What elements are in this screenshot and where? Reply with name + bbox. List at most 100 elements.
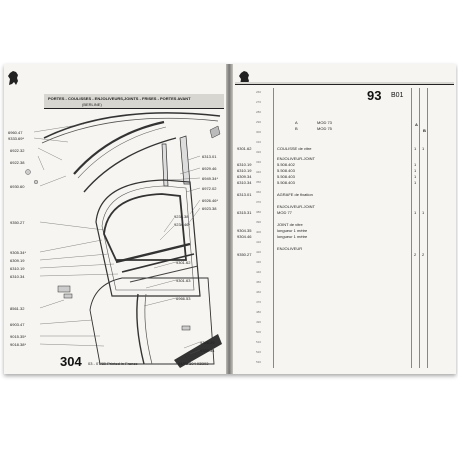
callout-label: 6903.47 [10,322,25,327]
callout-label: 6966.53 [176,296,191,301]
parts-row: 6309.34 5.508.403 1 [233,174,456,180]
part-desc: MOD 77 [277,210,292,215]
left-page: PORTES - COULISSES - ENJOLIVEURS,JOINTS … [4,64,226,374]
callout-label: 9234.38 [174,214,189,219]
callout-label: 9018.38* [10,342,27,347]
column-divider [419,88,420,368]
part-desc: 5.508.403 [277,180,295,185]
exploded-door-diagram [25,112,222,368]
parts-row: 6310.34 5.508.403 1 [233,180,456,186]
part-desc: COULISSE de vitre [277,146,312,151]
line-number: 270 [256,100,262,104]
parts-row: 6310.19 5.508.403 1 [233,168,456,174]
parts-row: ENJOLIVEUR-JOINT [233,204,456,210]
callout-label: 6972.02 [202,186,217,191]
part-ref: 6310.19 [237,168,252,173]
callout-label: 6949.34* [202,176,219,181]
line-number: 490 [256,320,262,324]
callout-label: 6310.19 [10,266,25,271]
qty-b: 1 [422,146,425,151]
parts-header-title: PORTES - COULISSES - ENJOLIVEURS,JOINTS … [48,96,191,101]
right-page: 93 B01 260 270 280 290 300 310 320 330 3… [233,64,456,374]
line-number: 340 [256,170,262,174]
page-number: 93 [367,88,382,103]
qty-a: 1 [414,162,417,167]
legend-key: A [295,120,298,125]
callout-label: 6309.19 [10,258,25,263]
qty-a: 1 [414,174,417,179]
qty-b: 1 [422,210,425,215]
line-number: 330 [256,160,262,164]
part-desc: AGRAFE de fixation [277,192,313,197]
callout-label: 6960.47 [8,130,23,135]
parts-header-subtitle: (BERLINE) [82,102,102,107]
callout-label: 9333.69* [8,136,25,141]
legend-text: MOD 75 [317,126,332,131]
column-header-b: B [423,128,426,133]
callout-label: 6313.01 [202,154,217,159]
part-desc: longueur 1 mètre [277,234,308,239]
qty-a: 1 [414,146,417,151]
part-ref: 9304.46 [237,234,252,239]
line-number: 430 [256,260,262,264]
line-number: 510 [256,340,262,344]
callout-label: 6926.46* [202,198,219,203]
callout-label: 9015.35* [10,334,27,339]
callout-label: 9234.46* [174,222,191,227]
line-number: 450 [256,280,262,284]
print-note: 03 - 07/80 Printed in France [88,361,138,366]
qty-a: 2 [414,252,417,257]
column-divider [411,88,412,368]
qty-a: 1 [414,210,417,215]
callout-label: 6923.38 [202,206,217,211]
callout-label: 9350.27 [10,220,25,225]
part-ref: 9304.35 [237,228,252,233]
line-number: 500 [256,330,262,334]
line-number: 310 [256,140,262,144]
column-header-a: A [415,122,418,127]
qty-a: 1 [414,168,417,173]
callout-label: 8561.32 [10,306,25,311]
line-number: 520 [256,350,262,354]
callout-label: 6922.38 [10,160,25,165]
line-number: 380 [256,210,262,214]
parts-row: 6315.31 MOD 77 1 1 [233,210,456,216]
line-number: 370 [256,200,262,204]
part-ref: 9350.27 [237,252,252,257]
line-number: 400 [256,230,262,234]
part-ref: 6313.01 [237,192,252,197]
peugeot-lion-logo [6,70,20,86]
line-number: 320 [256,150,262,154]
parts-row: 6313.01 AGRAFE de fixation [233,192,456,198]
part-ref: 6310.34 [237,180,252,185]
part-desc: ENJOLIVEUR-JOINT [277,156,316,161]
part-desc: 5.508.402 [277,162,295,167]
callout-label: 6930.60 [10,184,25,189]
column-divider [273,88,274,368]
callout-label: 9301.63 [176,278,191,283]
peugeot-lion-logo [237,70,251,86]
line-number: 530 [256,360,262,364]
parts-row: 9301.62 COULISSE de vitre 1 1 [233,146,456,152]
part-desc: longueur 1 mètre [277,228,308,233]
line-number: 460 [256,290,262,294]
parts-row: JOINT de vitre [233,222,456,228]
page-code: 84/92 304 93B03 [178,361,209,366]
line-number: 470 [256,300,262,304]
part-ref: 6309.34 [237,174,252,179]
parts-row: 6310.19 5.508.402 1 [233,162,456,168]
line-number: 480 [256,310,262,314]
callout-label: 6929.46 [202,166,217,171]
line-number: 350 [256,180,262,184]
callout-label: 6310.34 [10,274,25,279]
part-desc: JOINT de vitre [277,222,303,227]
column-divider [427,88,428,368]
header-rule [235,82,454,85]
line-number: 410 [256,240,262,244]
line-number: 440 [256,270,262,274]
callout-label: 9305.34* [10,250,27,255]
line-number: 390 [256,220,262,224]
legend-key: B [295,126,298,131]
parts-row: 9304.46 longueur 1 mètre [233,234,456,240]
line-number: 300 [256,130,262,134]
